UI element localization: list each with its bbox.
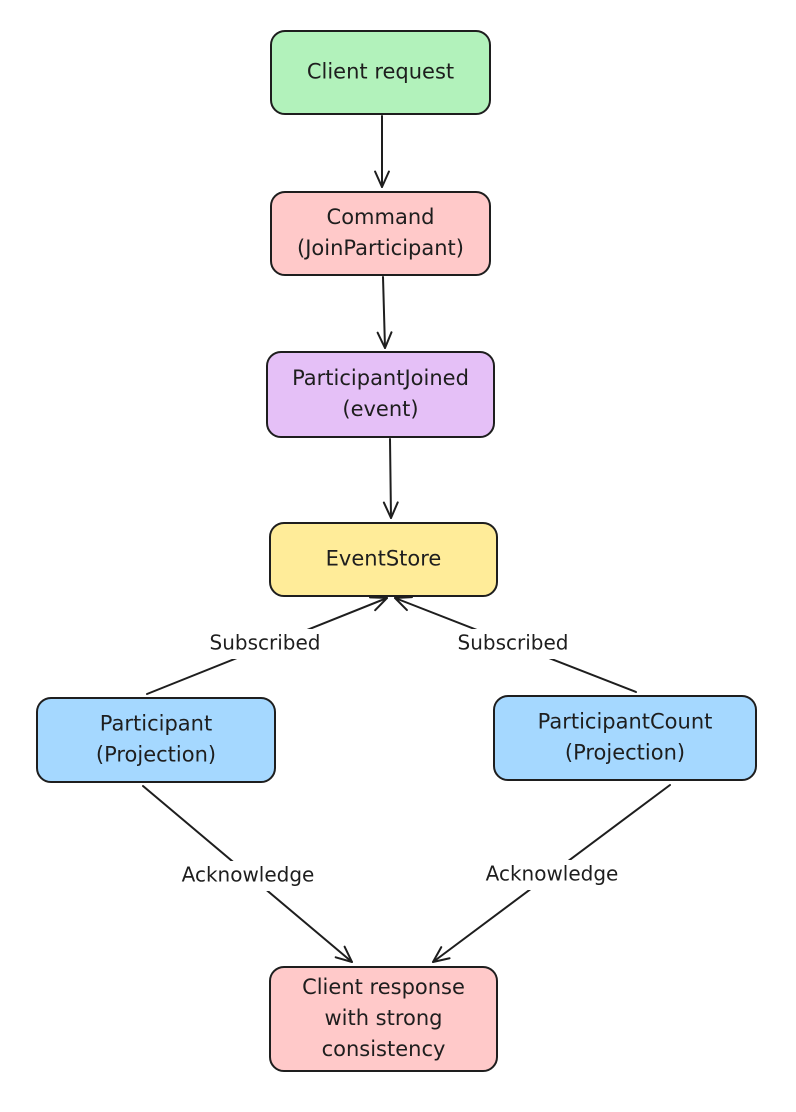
- node-box: [493, 695, 757, 781]
- node-label-line: (JoinParticipant): [297, 236, 464, 260]
- node-box: [270, 30, 491, 115]
- node-participant: Participant (Projection): [36, 697, 276, 783]
- edge-participant-count-to-event-store: Subscribed: [394, 596, 637, 693]
- node-label-line: ParticipantCount: [538, 710, 713, 734]
- arrowhead-icon: [369, 596, 388, 612]
- node-participant-count: ParticipantCount (Projection): [493, 695, 757, 781]
- edge-label: Subscribed: [210, 631, 321, 655]
- node-box: [269, 522, 498, 597]
- node-client-request: Client request: [270, 30, 491, 115]
- edge-label-background: [478, 860, 626, 890]
- edge-label-background: [197, 629, 333, 659]
- node-box: [270, 191, 491, 276]
- edge-label: Acknowledge: [182, 863, 315, 887]
- edge-label-background: [445, 629, 581, 659]
- node-label-line: (Projection): [565, 741, 685, 765]
- arrowhead-icon: [394, 596, 413, 612]
- edge-label-background: [174, 861, 322, 891]
- edge-client-request-to-command: [374, 115, 390, 188]
- node-label-line: Command: [327, 205, 435, 229]
- node-label-line: EventStore: [326, 547, 442, 571]
- arrowhead-icon: [432, 946, 451, 963]
- node-client-response: Client response with strong consistency: [269, 966, 498, 1072]
- node-box: [266, 351, 495, 438]
- edge-participant-to-event-store: Subscribed: [146, 596, 388, 695]
- node-label-line: (Projection): [96, 743, 216, 767]
- node-label-line: ParticipantJoined: [292, 366, 469, 390]
- edge-participant-to-client-response: Acknowledge: [142, 785, 353, 963]
- edge-label: Subscribed: [458, 631, 569, 655]
- node-command: Command (JoinParticipant): [270, 191, 491, 276]
- node-box: [36, 697, 276, 783]
- node-label-line: Participant: [100, 712, 212, 736]
- node-label-line: Client request: [307, 60, 454, 84]
- node-label-line: (event): [342, 397, 418, 421]
- edge-label: Acknowledge: [486, 862, 619, 886]
- edge-command-to-participant-joined: [376, 276, 393, 349]
- node-label-line: consistency: [322, 1037, 446, 1061]
- edge-participant-count-to-client-response: Acknowledge: [432, 784, 671, 963]
- arrowhead-icon: [334, 945, 353, 963]
- edge-participant-joined-to-event-store: [382, 438, 399, 519]
- node-label-line: Client response: [302, 975, 465, 999]
- node-event-store: EventStore: [269, 522, 498, 597]
- arrowhead-icon: [382, 501, 399, 519]
- arrowhead-icon: [376, 331, 393, 349]
- edge-line: [389, 438, 392, 519]
- edge-line: [382, 276, 386, 349]
- arrowhead-icon: [374, 170, 390, 188]
- node-label-line: with strong: [324, 1006, 442, 1030]
- node-box: [269, 966, 498, 1072]
- node-participant-joined: ParticipantJoined (event): [266, 351, 495, 438]
